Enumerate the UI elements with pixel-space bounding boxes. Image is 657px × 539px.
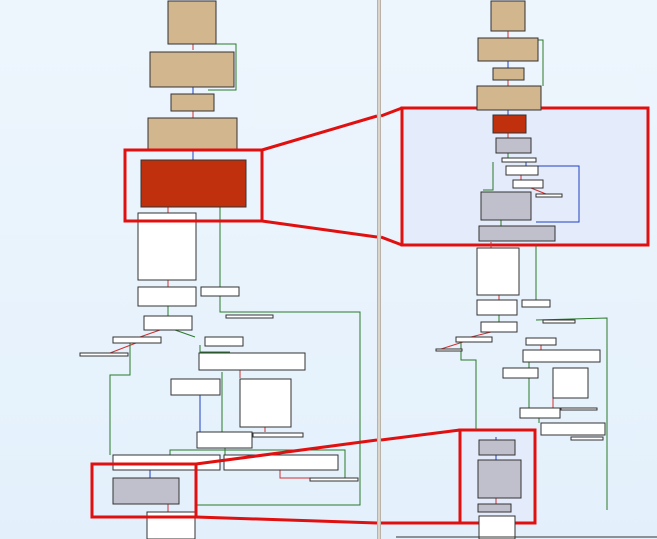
code-block[interactable]	[309, 477, 359, 482]
highlighted-code-block[interactable]	[140, 159, 247, 208]
code-block[interactable]	[167, 0, 217, 45]
code-block[interactable]	[476, 299, 518, 316]
code-block[interactable]	[501, 157, 537, 163]
code-block[interactable]	[502, 367, 539, 379]
code-block[interactable]	[478, 439, 516, 456]
code-block[interactable]	[252, 432, 304, 438]
code-block[interactable]	[204, 336, 244, 347]
zoom-frame-bottom	[90, 462, 198, 519]
zoom-region-top	[400, 106, 650, 247]
code-block[interactable]	[480, 191, 532, 221]
code-block[interactable]	[200, 286, 240, 297]
edge	[525, 160, 580, 223]
zoom-connector	[261, 114, 377, 152]
edge	[530, 187, 547, 195]
code-block[interactable]	[147, 117, 238, 151]
edge	[174, 329, 196, 338]
code-block[interactable]	[239, 378, 292, 428]
edge	[470, 331, 492, 338]
edge	[460, 342, 477, 430]
code-block[interactable]	[552, 367, 589, 399]
code-block[interactable]	[455, 336, 493, 343]
zoom-connector	[261, 219, 377, 239]
edge	[169, 449, 346, 478]
code-block[interactable]	[542, 319, 576, 324]
code-block[interactable]	[505, 165, 539, 176]
code-block[interactable]	[492, 67, 525, 81]
code-block[interactable]	[170, 378, 221, 396]
code-block[interactable]	[112, 477, 180, 505]
pane-splitter[interactable]	[377, 0, 381, 539]
code-block[interactable]	[225, 314, 274, 319]
code-block[interactable]	[495, 137, 532, 154]
edge	[208, 43, 237, 91]
highlighted-code-block[interactable]	[492, 114, 527, 134]
zoom-connector	[195, 438, 377, 466]
code-block[interactable]	[435, 348, 463, 352]
edge	[200, 206, 221, 287]
edge	[483, 162, 494, 191]
code-block[interactable]	[223, 454, 339, 471]
code-block[interactable]	[535, 193, 563, 198]
code-block[interactable]	[79, 352, 129, 357]
code-block[interactable]	[521, 299, 551, 308]
code-block[interactable]	[143, 315, 193, 331]
edge	[195, 311, 361, 506]
edge	[535, 317, 608, 510]
code-block[interactable]	[525, 337, 557, 346]
code-block[interactable]	[480, 321, 518, 333]
code-block[interactable]	[478, 225, 556, 242]
zoom-connector	[195, 515, 377, 525]
code-block[interactable]	[198, 352, 306, 371]
edge	[109, 343, 131, 455]
code-block[interactable]	[476, 247, 520, 296]
code-block[interactable]	[149, 51, 235, 88]
code-block[interactable]	[560, 407, 598, 411]
right-graph-canvas[interactable]	[381, 0, 657, 539]
code-block[interactable]	[170, 93, 215, 112]
edge	[219, 296, 250, 313]
left-graph-pane[interactable]	[0, 0, 377, 539]
code-block[interactable]	[477, 459, 522, 499]
zoom-connector	[381, 106, 403, 118]
code-block[interactable]	[478, 515, 516, 539]
code-block[interactable]	[570, 436, 604, 441]
zoom-frame-top	[123, 148, 264, 223]
zoom-connector	[381, 428, 461, 442]
right-graph-pane[interactable]	[381, 0, 657, 539]
edge	[139, 329, 161, 338]
edge	[199, 345, 230, 353]
code-block[interactable]	[512, 179, 544, 189]
edge	[440, 341, 464, 350]
edge	[109, 342, 137, 354]
code-block[interactable]	[477, 37, 539, 62]
edge	[279, 470, 310, 479]
code-block[interactable]	[112, 336, 162, 344]
left-graph-canvas[interactable]	[0, 0, 377, 539]
zoom-connector	[381, 235, 403, 247]
code-block[interactable]	[540, 422, 606, 436]
code-block[interactable]	[522, 349, 601, 363]
code-block[interactable]	[519, 407, 561, 419]
code-block[interactable]	[476, 85, 542, 111]
code-block[interactable]	[196, 431, 253, 449]
code-block[interactable]	[137, 286, 197, 307]
code-block[interactable]	[137, 212, 197, 281]
code-block[interactable]	[477, 503, 512, 513]
code-block[interactable]	[490, 0, 526, 32]
